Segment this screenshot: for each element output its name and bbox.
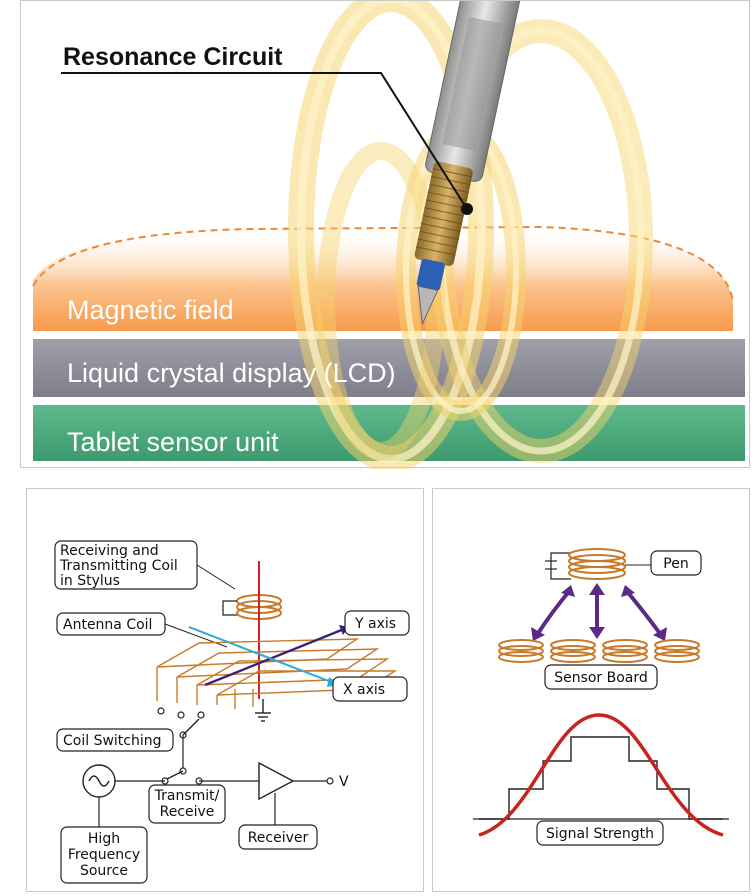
receiver-label: Receiver — [248, 830, 309, 846]
sine-wave-icon — [88, 775, 110, 787]
pen-label: Pen — [663, 556, 688, 572]
signal-strength-curve — [478, 713, 724, 837]
pen-tip-collar — [416, 258, 445, 291]
stylus-illustration-panel: Resonance Circuit Magnetic field Liquid … — [20, 0, 750, 469]
antenna-coil-grid — [156, 638, 398, 709]
stylus-coil — [222, 594, 282, 620]
pen-tip — [417, 285, 439, 326]
stylus-pen — [414, 1, 522, 326]
switching-label-box — [56, 728, 174, 752]
coil-label-line3: in Stylus — [60, 573, 120, 589]
amplifier-symbol — [258, 761, 295, 801]
coil-switch-arm — [182, 718, 200, 736]
y-axis-arrow — [204, 625, 350, 687]
antenna-coil-label: Antenna Coil — [63, 617, 152, 633]
output-v-label: V — [339, 774, 349, 790]
source-label-line3: Source — [80, 863, 128, 879]
coil-switching-label: Coil Switching — [63, 733, 162, 749]
coil-leader — [196, 564, 236, 590]
output-terminal — [326, 777, 334, 785]
signal-arrowheads — [531, 583, 667, 641]
coil-label-line2: Transmitting Coil — [59, 558, 178, 574]
tr-switch-arm — [166, 770, 184, 780]
resonance-leader-line — [61, 72, 468, 210]
pen-label-box — [650, 550, 702, 576]
receiver-label-box — [238, 824, 318, 850]
sensor-board-label: Sensor Board — [554, 670, 648, 686]
antenna-leader — [164, 623, 228, 648]
tr-switch — [161, 767, 203, 785]
lcd-label: Liquid crystal display (LCD) — [67, 358, 396, 388]
tr-label-box — [148, 784, 226, 824]
circuit-diagram-panel: Receiving and Transmitting Coil in Stylu… — [26, 488, 424, 892]
source-label-line2: Frequency — [68, 847, 140, 863]
magnetic-field-outline — [32, 225, 734, 302]
signal-strength-label-box — [536, 820, 664, 846]
magnetic-field-label: Magnetic field — [67, 295, 234, 325]
resonance-point — [461, 203, 473, 215]
signal-diagram-panel: Pen Sensor Board Signal Strength — [432, 488, 750, 892]
x-axis-label: X axis — [343, 682, 385, 698]
circuit-diagram: Receiving and Transmitting Coil in Stylu… — [54, 540, 410, 884]
y-axis-label: Y axis — [354, 616, 396, 632]
receive-label: Receive — [160, 804, 215, 820]
signal-strength-label: Signal Strength — [546, 826, 654, 842]
coil-label-line1: Receiving and — [60, 543, 159, 559]
stepped-signal — [479, 736, 723, 820]
transmit-label: Transmit/ — [154, 788, 220, 804]
magnetic-field-region — [33, 227, 733, 331]
signal-diagram: Pen Sensor Board Signal Strength — [473, 548, 729, 846]
resonance-circuit-label: Resonance Circuit — [63, 43, 283, 71]
sensor-board-coils — [498, 639, 700, 663]
x-axis-label-box — [332, 676, 408, 702]
source-label-line1: High — [88, 831, 120, 847]
source-label-box — [60, 826, 148, 884]
pen-coil — [545, 548, 626, 580]
ground-symbol — [255, 699, 271, 722]
y-axis-label-box — [344, 610, 410, 636]
sensor-board-label-box — [544, 664, 658, 690]
x-axis-arrow — [188, 626, 340, 686]
stylus-illustration: Resonance Circuit Magnetic field Liquid … — [32, 1, 745, 469]
tablet-sensor-label: Tablet sensor unit — [67, 427, 279, 457]
